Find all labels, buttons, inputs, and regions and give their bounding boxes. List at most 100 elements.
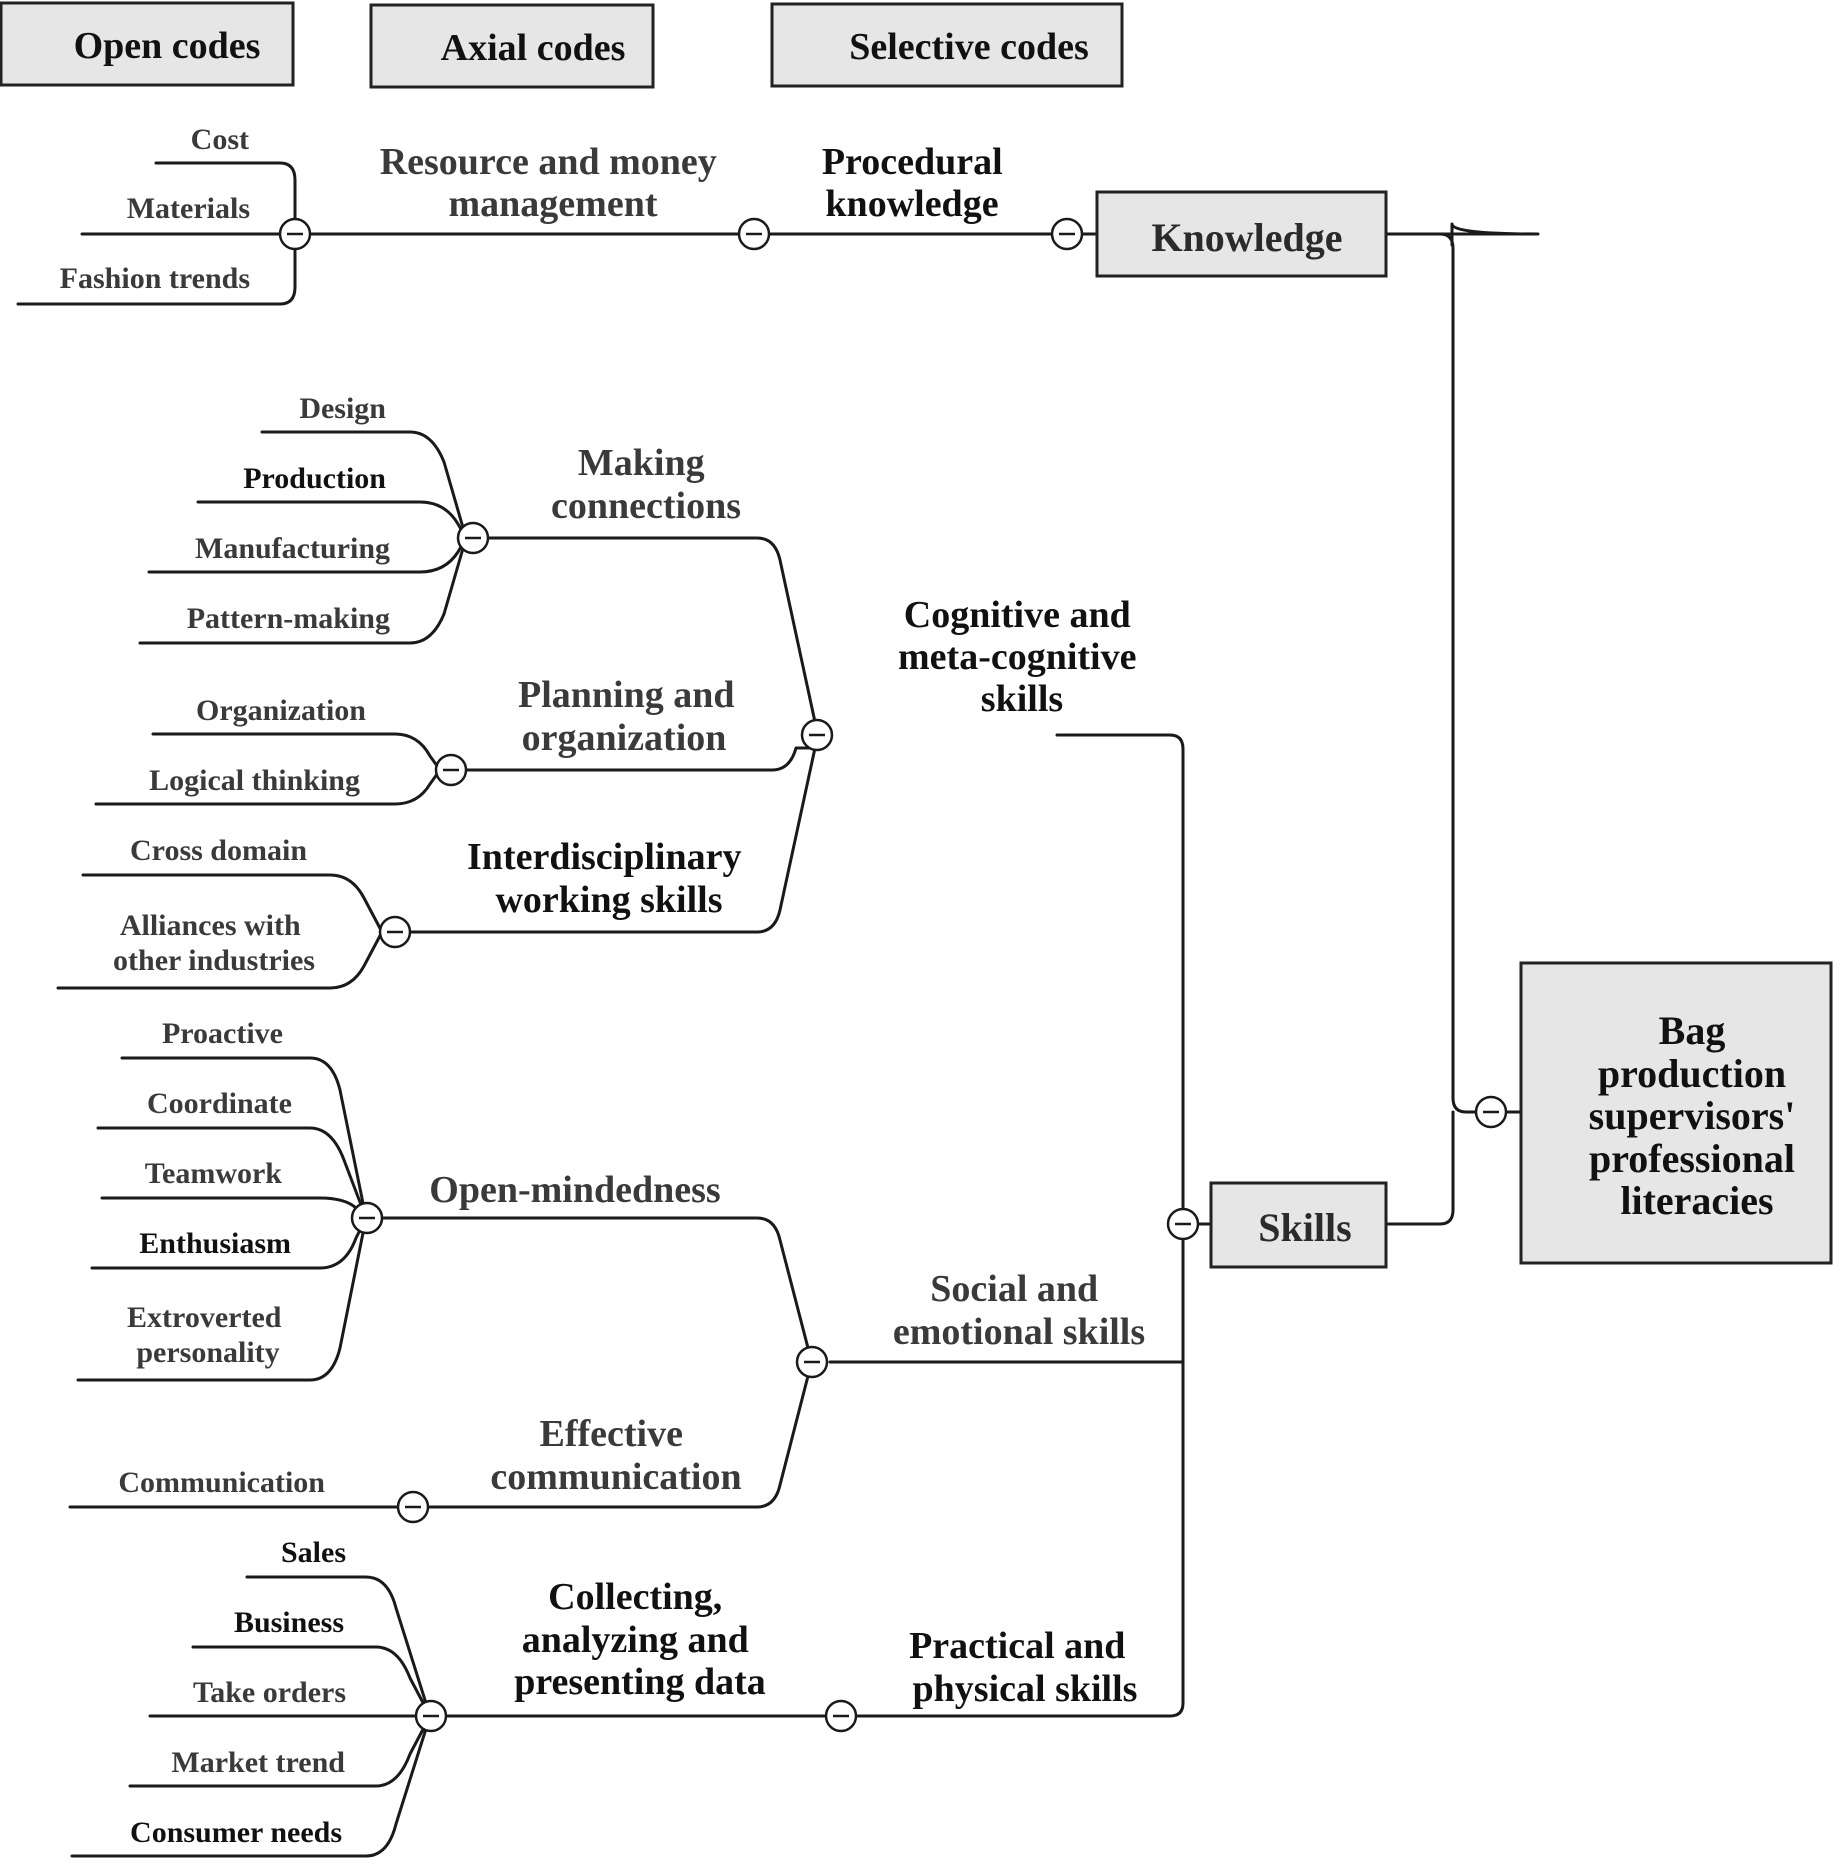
open-code-label: Organization <box>196 694 366 727</box>
header-selective-codes: Selective codes <box>770 2 1124 88</box>
design-line <box>260 430 468 540</box>
practical-skills-line: Practical and <box>909 1625 1125 1667</box>
open-code-label: Cost <box>191 123 249 156</box>
open-codes-open-mindedness: Proactive Coordinate Teamwork Enthusiasm… <box>127 1017 292 1369</box>
making-connections-line <box>482 536 817 724</box>
root-label: Bag production supervisors' professional… <box>1589 1008 1806 1223</box>
header-selective-label: Selective codes <box>849 26 1089 68</box>
open-code-label: Materials <box>127 192 250 225</box>
planning-line <box>463 746 817 772</box>
open-code-label: Fashion trends <box>60 262 250 295</box>
making-connections-label: Making connections <box>551 442 741 527</box>
collapse-skills-icon[interactable] <box>1166 1207 1200 1241</box>
knowledge-label: Knowledge <box>1151 215 1342 260</box>
collapse-making-connections-icon[interactable] <box>456 521 490 555</box>
header-axial-codes: Axial codes <box>369 3 655 89</box>
header-axial-box <box>369 3 655 89</box>
collecting-data-line-text: analyzing and <box>522 1619 749 1661</box>
open-mindedness-label: Open-mindedness <box>429 1169 720 1211</box>
cognitive-skills-label: Cognitive and meta-cognitive skills <box>898 594 1146 720</box>
root-node: Bag production supervisors' professional… <box>1519 961 1833 1265</box>
open-code-label: Manufacturing <box>195 532 390 565</box>
social-skills-label: Social and emotional skills <box>893 1268 1145 1353</box>
open-code-line: personality <box>136 1336 279 1369</box>
interdisciplinary-line-text: Interdisciplinary <box>467 836 741 878</box>
teamwork-line <box>100 1196 368 1220</box>
open-code-label: Teamwork <box>145 1157 283 1190</box>
collapse-open-mindedness-icon[interactable] <box>350 1201 384 1235</box>
consumer-needs-line <box>70 1714 432 1858</box>
open-code-label: Production <box>243 462 386 495</box>
extroverted-line <box>76 1216 368 1382</box>
collapse-knowledge-icon[interactable] <box>1050 217 1084 251</box>
cognitive-skills-line: skills <box>981 678 1063 720</box>
resource-money-line: management <box>449 183 658 225</box>
effective-communication-label: Effective communication <box>490 1413 741 1498</box>
open-code-line: Alliances with <box>120 909 301 942</box>
collapse-cognitive-icon[interactable] <box>800 718 834 752</box>
cost-line <box>154 161 297 225</box>
sales-line <box>245 1575 432 1718</box>
social-skills-line: emotional skills <box>893 1311 1145 1353</box>
header-open-box <box>0 1 295 87</box>
root-line: literacies <box>1620 1178 1773 1223</box>
cognitive-skills-line: Cognitive and <box>904 594 1131 636</box>
fashion-trends-line <box>16 243 297 306</box>
header-axial-label: Axial codes <box>441 27 626 69</box>
skills-node: Skills <box>1209 1181 1388 1269</box>
resource-money-label: Resource and money management <box>380 141 727 225</box>
production-line <box>196 500 468 540</box>
enthusiasm-line <box>90 1216 368 1270</box>
collapse-practical-icon[interactable] <box>824 1699 858 1733</box>
collapse-procedural-icon[interactable] <box>737 217 771 251</box>
open-code-label: Pattern-making <box>187 602 390 635</box>
collapse-collecting-icon[interactable] <box>414 1699 448 1733</box>
collapse-social-icon[interactable] <box>795 1345 829 1379</box>
open-codes-collecting: Sales Business Take orders Market trend … <box>130 1536 346 1849</box>
making-connections-line-text: connections <box>551 485 741 527</box>
procedural-knowledge-line: knowledge <box>825 183 998 225</box>
open-code-label: Enthusiasm <box>139 1227 291 1260</box>
collapse-planning-icon[interactable] <box>434 753 468 787</box>
alliances-line <box>56 930 384 990</box>
open-code-label: Cross domain <box>130 834 307 867</box>
open-codes-effective-communication: Communication <box>118 1466 325 1499</box>
logical-thinking-line <box>94 768 442 806</box>
open-code-label: Coordinate <box>147 1087 292 1120</box>
practical-skills-label: Practical and physical skills <box>909 1625 1137 1710</box>
skills-label: Skills <box>1258 1205 1351 1250</box>
resource-money-line: Resource and money <box>380 141 717 183</box>
practical-skills-line: physical skills <box>913 1668 1138 1710</box>
skills-bus-line <box>853 733 1185 1718</box>
business-line <box>191 1645 432 1718</box>
effective-communication-line-text: Effective <box>540 1413 683 1455</box>
market-trend-line <box>128 1714 432 1788</box>
header-selective-box <box>770 2 1124 88</box>
root-line: Bag <box>1659 1008 1726 1053</box>
root-line: production <box>1598 1051 1786 1096</box>
root-line: supervisors' <box>1589 1093 1796 1138</box>
open-codes-interdisciplinary: Cross domain Alliances with other indust… <box>113 834 315 977</box>
manufacturing-line <box>147 536 468 574</box>
open-code-label: Sales <box>281 1536 346 1569</box>
collapse-resource-icon[interactable] <box>278 217 312 251</box>
open-code-label: Market trend <box>171 1746 345 1779</box>
collapse-effective-communication-icon[interactable] <box>396 1490 430 1524</box>
collapse-interdisciplinary-icon[interactable] <box>378 915 412 949</box>
collapse-root-icon[interactable] <box>1474 1095 1508 1129</box>
effective-communication-line <box>424 1374 810 1509</box>
collecting-data-line-text: presenting data <box>514 1661 766 1703</box>
cross-domain-line <box>81 873 384 934</box>
open-code-label: Business <box>234 1606 344 1639</box>
open-code-label: Consumer needs <box>130 1816 342 1849</box>
organization-line <box>151 732 442 772</box>
header-open-codes: Open codes <box>0 1 295 87</box>
collecting-data-line-text: Collecting, <box>548 1576 722 1618</box>
effective-communication-line-text: communication <box>490 1456 741 1498</box>
open-code-label: Logical thinking <box>149 764 360 797</box>
skills-box <box>1209 1181 1388 1269</box>
coordinate-line <box>96 1126 368 1220</box>
social-skills-line: Social and <box>930 1268 1098 1310</box>
planning-line-text: organization <box>522 717 727 759</box>
header-open-label: Open codes <box>74 25 261 67</box>
